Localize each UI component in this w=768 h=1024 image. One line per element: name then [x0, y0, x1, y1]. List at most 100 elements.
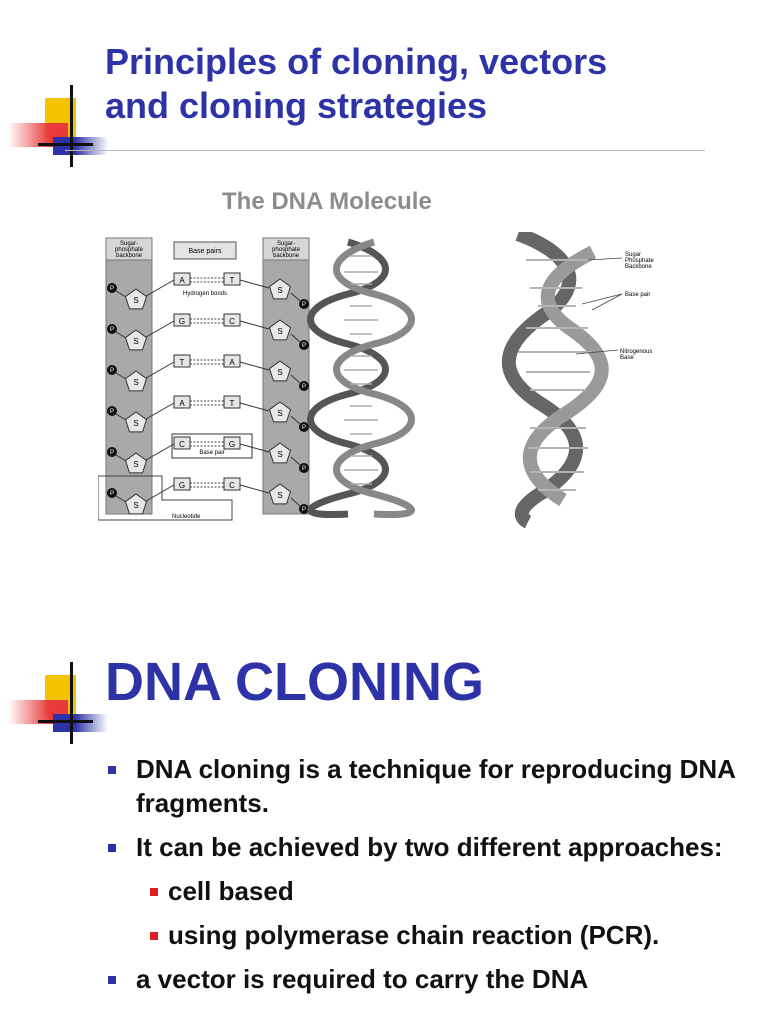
phosphate-circle-icon: [299, 299, 309, 309]
sugar-pentagon-icon: [268, 319, 292, 341]
base-letter-right: G: [229, 440, 235, 449]
nucleotide-label: Nucleotide: [172, 514, 201, 520]
backbone-link: [290, 374, 301, 384]
bullet-item: a vector is required to carry the DNA: [108, 962, 748, 996]
sugar-pentagon-icon: [268, 442, 292, 464]
phosphate-circle-icon: [107, 324, 117, 334]
base-box-right: [223, 436, 241, 450]
sugar-base-link: [239, 443, 270, 453]
sugar-pentagon-icon: [124, 370, 148, 392]
backbone-link: [115, 372, 127, 380]
backbone-link: [115, 454, 127, 462]
base-letter-left: T: [180, 358, 185, 367]
backbone-link: [115, 413, 127, 421]
sugar-pentagon-icon: [124, 329, 148, 351]
base-box-left: [173, 272, 191, 286]
backbone-link: [115, 290, 127, 298]
base-box-left: [173, 313, 191, 327]
base-box-right: [223, 395, 241, 409]
sugar-base-link: [239, 402, 270, 412]
sugar-pentagon-icon: [124, 493, 148, 515]
backbone-link: [290, 497, 301, 507]
base-pair-label-helix: Base pair: [625, 292, 650, 298]
phosphate-letter: P: [302, 425, 306, 431]
base-pairs-label: Base pairs: [188, 248, 222, 255]
base-letter-right: C: [229, 481, 235, 490]
base-box-left: [173, 354, 191, 368]
sugar-letter: S: [133, 501, 138, 510]
corner-logo-icon: [8, 85, 108, 195]
sub-bullet-item: using polymerase chain reaction (PCR).: [108, 918, 748, 952]
base-box-right: [223, 477, 241, 491]
sugar-letter: S: [277, 368, 282, 377]
base-letter-left: A: [179, 399, 185, 408]
phosphate-letter: P: [302, 466, 306, 472]
sugar-letter: S: [277, 450, 282, 459]
title-divider: [65, 150, 705, 151]
sugar-letter: S: [277, 286, 282, 295]
phosphate-letter: P: [110, 286, 114, 292]
sugar-base-link: [145, 320, 175, 338]
base-letter-right: T: [230, 399, 235, 408]
sugar-pentagon-icon: [268, 401, 292, 423]
title-line-1: Principles of cloning, vectors: [105, 41, 608, 82]
sub-bullet-item: cell based: [108, 874, 748, 908]
bullet-list: DNA cloning is a technique for reproduci…: [108, 752, 748, 1006]
backbone-link: [290, 415, 301, 425]
sub-bullet-marker-icon: [150, 888, 158, 896]
base-letter-left: C: [179, 440, 185, 449]
sugar-letter: S: [277, 409, 282, 418]
phosphate-circle-icon: [107, 365, 117, 375]
sugar-letter: S: [133, 460, 138, 469]
base-letter-left: G: [179, 481, 185, 490]
sugar-base-link: [145, 361, 175, 379]
backbone-link: [115, 331, 127, 339]
base-letter-right: A: [229, 358, 235, 367]
hydrogen-bonds-label: Hydrogen bonds: [183, 291, 227, 297]
sugar-pentagon-icon: [124, 411, 148, 433]
sugar-base-link: [145, 402, 175, 420]
bullet-text: using polymerase chain reaction (PCR).: [168, 920, 660, 950]
sugar-base-link: [239, 279, 270, 289]
sugar-base-link: [145, 484, 175, 502]
sugar-letter: S: [133, 296, 138, 305]
phosphate-circle-icon: [299, 422, 309, 432]
figure-caption: The DNA Molecule: [222, 188, 432, 215]
slide-dna-cloning: DNA CLONING DNA cloning is a technique f…: [0, 600, 768, 1024]
backbone-link: [290, 292, 301, 302]
sub-bullet-marker-icon: [150, 932, 158, 940]
corner-logo-icon: [8, 662, 108, 772]
dna-double-helix-small: [307, 238, 415, 519]
sugar-base-link: [239, 361, 270, 371]
phosphate-circle-icon: [299, 463, 309, 473]
base-letter-left: G: [179, 317, 185, 326]
sugar-pentagon-icon: [124, 452, 148, 474]
sugar-base-link: [239, 484, 270, 494]
bullet-text: a vector is required to carry the DNA: [136, 964, 589, 994]
base-box-right: [223, 313, 241, 327]
bullet-text: It can be achieved by two different appr…: [136, 832, 723, 862]
bullet-marker-icon: [108, 766, 116, 774]
base-pair-label: Base pair: [199, 450, 224, 456]
sugar-pentagon-icon: [268, 360, 292, 382]
base-box-right: [223, 354, 241, 368]
phosphate-circle-icon: [107, 488, 117, 498]
phosphate-circle-icon: [299, 381, 309, 391]
sugar-letter: S: [133, 419, 138, 428]
sugar-letter: S: [277, 327, 282, 336]
sugar-letter: S: [133, 378, 138, 387]
phosphate-circle-icon: [299, 504, 309, 514]
sugar-letter: S: [133, 337, 138, 346]
base-box-right: [223, 272, 241, 286]
phosphate-circle-icon: [107, 447, 117, 457]
phosphate-circle-icon: [107, 406, 117, 416]
sugar-base-link: [145, 443, 175, 461]
base-letter-right: T: [230, 276, 235, 285]
slide-principles-of-cloning: Principles of cloning, vectors and cloni…: [8, 41, 705, 529]
sugar-pentagon-icon: [268, 483, 292, 505]
